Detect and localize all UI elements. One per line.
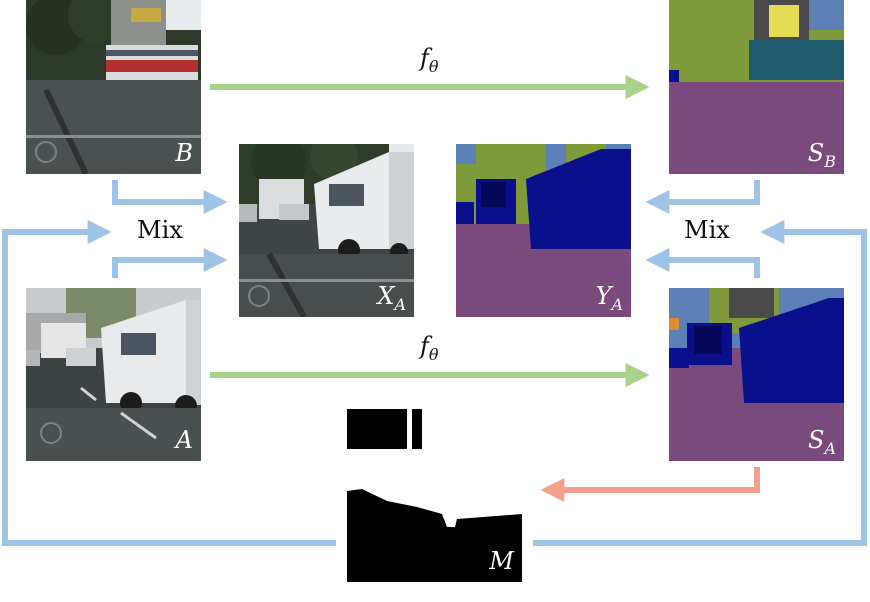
segmentation-map-ya [456,144,631,317]
f-label-top: fθ [420,44,439,76]
mask-arrow-right [533,220,867,546]
mix-arrow-from-a [112,248,228,278]
image-b: B [26,0,201,174]
mask-arrow-left [2,220,336,546]
panel-label-xa: XA [377,282,406,314]
segmentation-ya: YA [456,144,631,317]
mixed-photo-xa [239,144,414,317]
panel-label-a: A [175,426,193,455]
panel-label-sa: SA [807,426,836,458]
binary-mask [347,409,522,582]
mix-arrow-from-b [112,180,228,214]
mix-arrow-from-sa [645,248,760,278]
mask-m: M [347,409,522,582]
panel-label-sb: SB [807,139,836,171]
panel-label-b: B [175,139,193,168]
segmentation-map-sa [669,288,844,461]
mask-generation-arrow [540,467,760,502]
mix-label-right: Mix [684,216,730,244]
image-a: A [26,288,201,461]
mix-label-left: Mix [137,216,183,244]
segmentation-sb: SB [669,0,844,174]
segmentation-sa: SA [669,288,844,461]
panel-label-ya: YA [595,282,623,314]
mix-arrow-from-sb [645,180,760,214]
f-label-bottom: fθ [420,332,439,364]
panel-label-m: M [489,547,514,576]
image-xa: XA [239,144,414,317]
street-photo-b [26,0,201,174]
street-photo-a [26,288,201,461]
segmentation-map-sb [669,0,844,174]
